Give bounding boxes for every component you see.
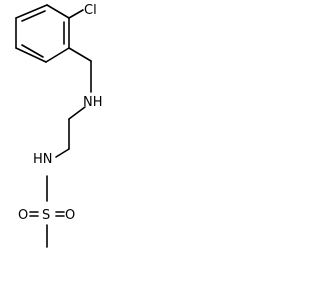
c-cl-bond [68,9,84,19]
oxygen-left-label: O [18,208,28,223]
ring-bond [46,4,70,19]
ring-bond [15,47,47,63]
ring-ch2-bond [68,47,92,62]
ring-double-bond [21,44,44,58]
ch2-hn-bond [55,148,70,158]
nh-ch2-bond [68,106,86,120]
chemical-structure-diagram: Cl NH HN S O O [15,3,103,248]
benzene-ring [15,4,70,63]
oxygen-right-label: O [65,208,75,223]
ring-bond [15,4,48,19]
amine-nh-label: NH [83,95,103,110]
sulfur-label: S [42,208,50,223]
sulfonamide-hn-label: HN [33,152,53,167]
ring-double-bond [21,10,46,22]
ring-bond [45,47,70,63]
chlorine-label: Cl [84,3,97,18]
